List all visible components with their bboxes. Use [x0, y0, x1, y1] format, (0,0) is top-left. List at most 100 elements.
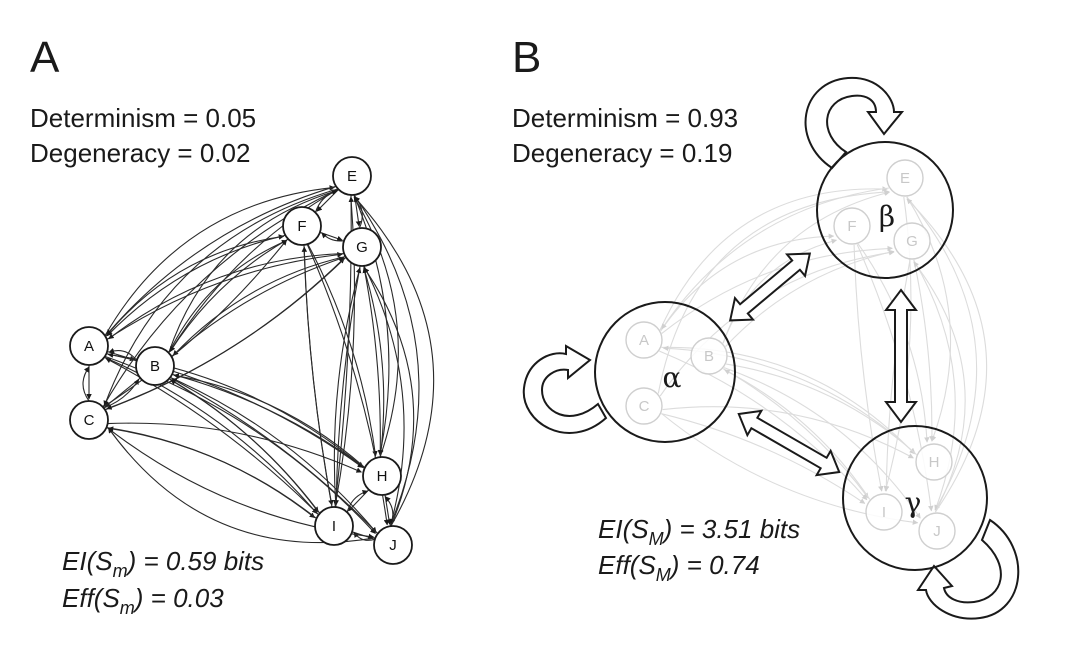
faint-edge-B-I	[722, 368, 869, 499]
node-i-label: I	[332, 518, 336, 535]
node-e-circle	[332, 156, 372, 196]
edge-G-J	[363, 265, 405, 525]
edge-F-B	[169, 238, 289, 352]
edge-B-J	[169, 376, 377, 533]
edge-I-H	[346, 489, 369, 513]
node-j: J	[373, 525, 413, 565]
edge-H-G	[362, 267, 385, 458]
node-h-label: H	[377, 468, 388, 485]
gamma-self-loop-arrow	[916, 518, 1020, 620]
edge-C-F	[102, 239, 287, 408]
edge-E-H	[353, 194, 390, 456]
micro-node-j: J	[918, 512, 956, 550]
panel-a-degeneracy: Degeneracy = 0.02	[30, 138, 250, 168]
panel-b-eff: Eff(SM) = 0.74	[598, 550, 760, 585]
micro-node-b: B	[690, 337, 728, 375]
micro-node-h: H	[915, 443, 953, 481]
node-b-label: B	[150, 358, 160, 375]
edge-C-A	[82, 366, 90, 402]
edge-I-F	[301, 246, 333, 508]
edge-I-B	[170, 379, 321, 514]
edge-A-F	[105, 234, 285, 338]
macro-label-gamma: γ	[905, 486, 922, 519]
micro-node-h-label: H	[929, 454, 940, 471]
edge-H-E	[353, 196, 399, 458]
node-i: I	[314, 506, 354, 546]
micro-node-f-label: F	[847, 218, 856, 235]
edge-J-E	[353, 196, 435, 527]
micro-node-g-label: G	[906, 233, 918, 250]
macro-node-alpha	[594, 301, 736, 443]
micro-node-f-circle	[833, 207, 871, 245]
macro-node-beta	[816, 141, 954, 279]
faint-edge-A-F	[660, 233, 835, 332]
panel-b-degeneracy: Degeneracy = 0.19	[512, 138, 732, 168]
micro-node-i-label: I	[882, 504, 886, 521]
faint-edge-A-I	[659, 350, 868, 501]
edge-A-E	[104, 185, 335, 336]
micro-node-g: G	[893, 222, 931, 260]
node-c-label: C	[84, 412, 95, 429]
faint-edge-I-B	[724, 369, 871, 500]
panel-b-ei: EI(SM) = 3.51 bits	[598, 514, 800, 549]
faint-edge-J-G	[913, 261, 966, 513]
panel-b: B Determinism = 0.93 Degeneracy = 0.19 A…	[512, 33, 1020, 620]
panel-b-faint-edges	[657, 186, 988, 525]
node-b: B	[135, 346, 175, 386]
faint-edge-F-I	[853, 244, 884, 492]
panel-a-edges	[82, 185, 435, 544]
edge-E-B	[169, 188, 339, 352]
edge-I-A	[105, 357, 320, 516]
faint-edge-B-G	[725, 249, 895, 347]
node-f-circle	[282, 206, 322, 246]
edge-C-I	[106, 426, 316, 519]
edge-F-H	[307, 243, 378, 457]
edge-A-I	[104, 356, 318, 515]
faint-edge-A-E	[659, 186, 888, 331]
faint-edge-G-J	[913, 259, 956, 511]
macro-label-beta: β	[879, 200, 895, 233]
macro-node-gamma	[842, 425, 988, 571]
micro-node-c-circle	[625, 387, 663, 425]
node-j-label: J	[389, 537, 397, 554]
node-j-circle	[373, 525, 413, 565]
micro-node-i: I	[865, 493, 903, 531]
edge-G-A	[108, 252, 345, 340]
faint-edge-B-H	[726, 363, 916, 454]
edge-J-B	[171, 378, 379, 534]
micro-node-e-circle	[886, 159, 924, 197]
edge-C-H	[107, 422, 362, 473]
faint-edge-C-I	[661, 413, 866, 504]
micro-node-b-circle	[690, 337, 728, 375]
micro-node-a-circle	[625, 321, 663, 359]
micro-node-i-circle	[865, 493, 903, 531]
micro-node-a-label: A	[639, 332, 649, 349]
edge-H-B	[173, 373, 366, 469]
panel-a: A Determinism = 0.05 Degeneracy = 0.02 A…	[30, 33, 435, 618]
node-h-circle	[362, 456, 402, 496]
edge-G-F	[321, 232, 345, 242]
node-e-label: E	[347, 168, 357, 185]
node-a: A	[69, 326, 109, 366]
panel-a-label: A	[30, 33, 60, 82]
panel-a-determinism: Determinism = 0.05	[30, 103, 256, 133]
alpha-beta-double-arrow	[728, 252, 812, 322]
edge-B-F	[168, 239, 288, 354]
node-g-label: G	[356, 239, 368, 256]
micro-node-b-label: B	[704, 348, 714, 365]
faint-edge-B-F	[722, 238, 838, 344]
panel-b-determinism: Determinism = 0.93	[512, 103, 738, 133]
node-c-circle	[69, 400, 109, 440]
edge-J-G	[363, 267, 415, 527]
micro-node-e-label: E	[900, 170, 910, 187]
node-a-circle	[69, 326, 109, 366]
micro-node-f: F	[833, 207, 871, 245]
node-g-circle	[342, 227, 382, 267]
faint-edge-G-I	[883, 259, 911, 492]
micro-node-h-circle	[915, 443, 953, 481]
micro-node-e: E	[886, 159, 924, 197]
